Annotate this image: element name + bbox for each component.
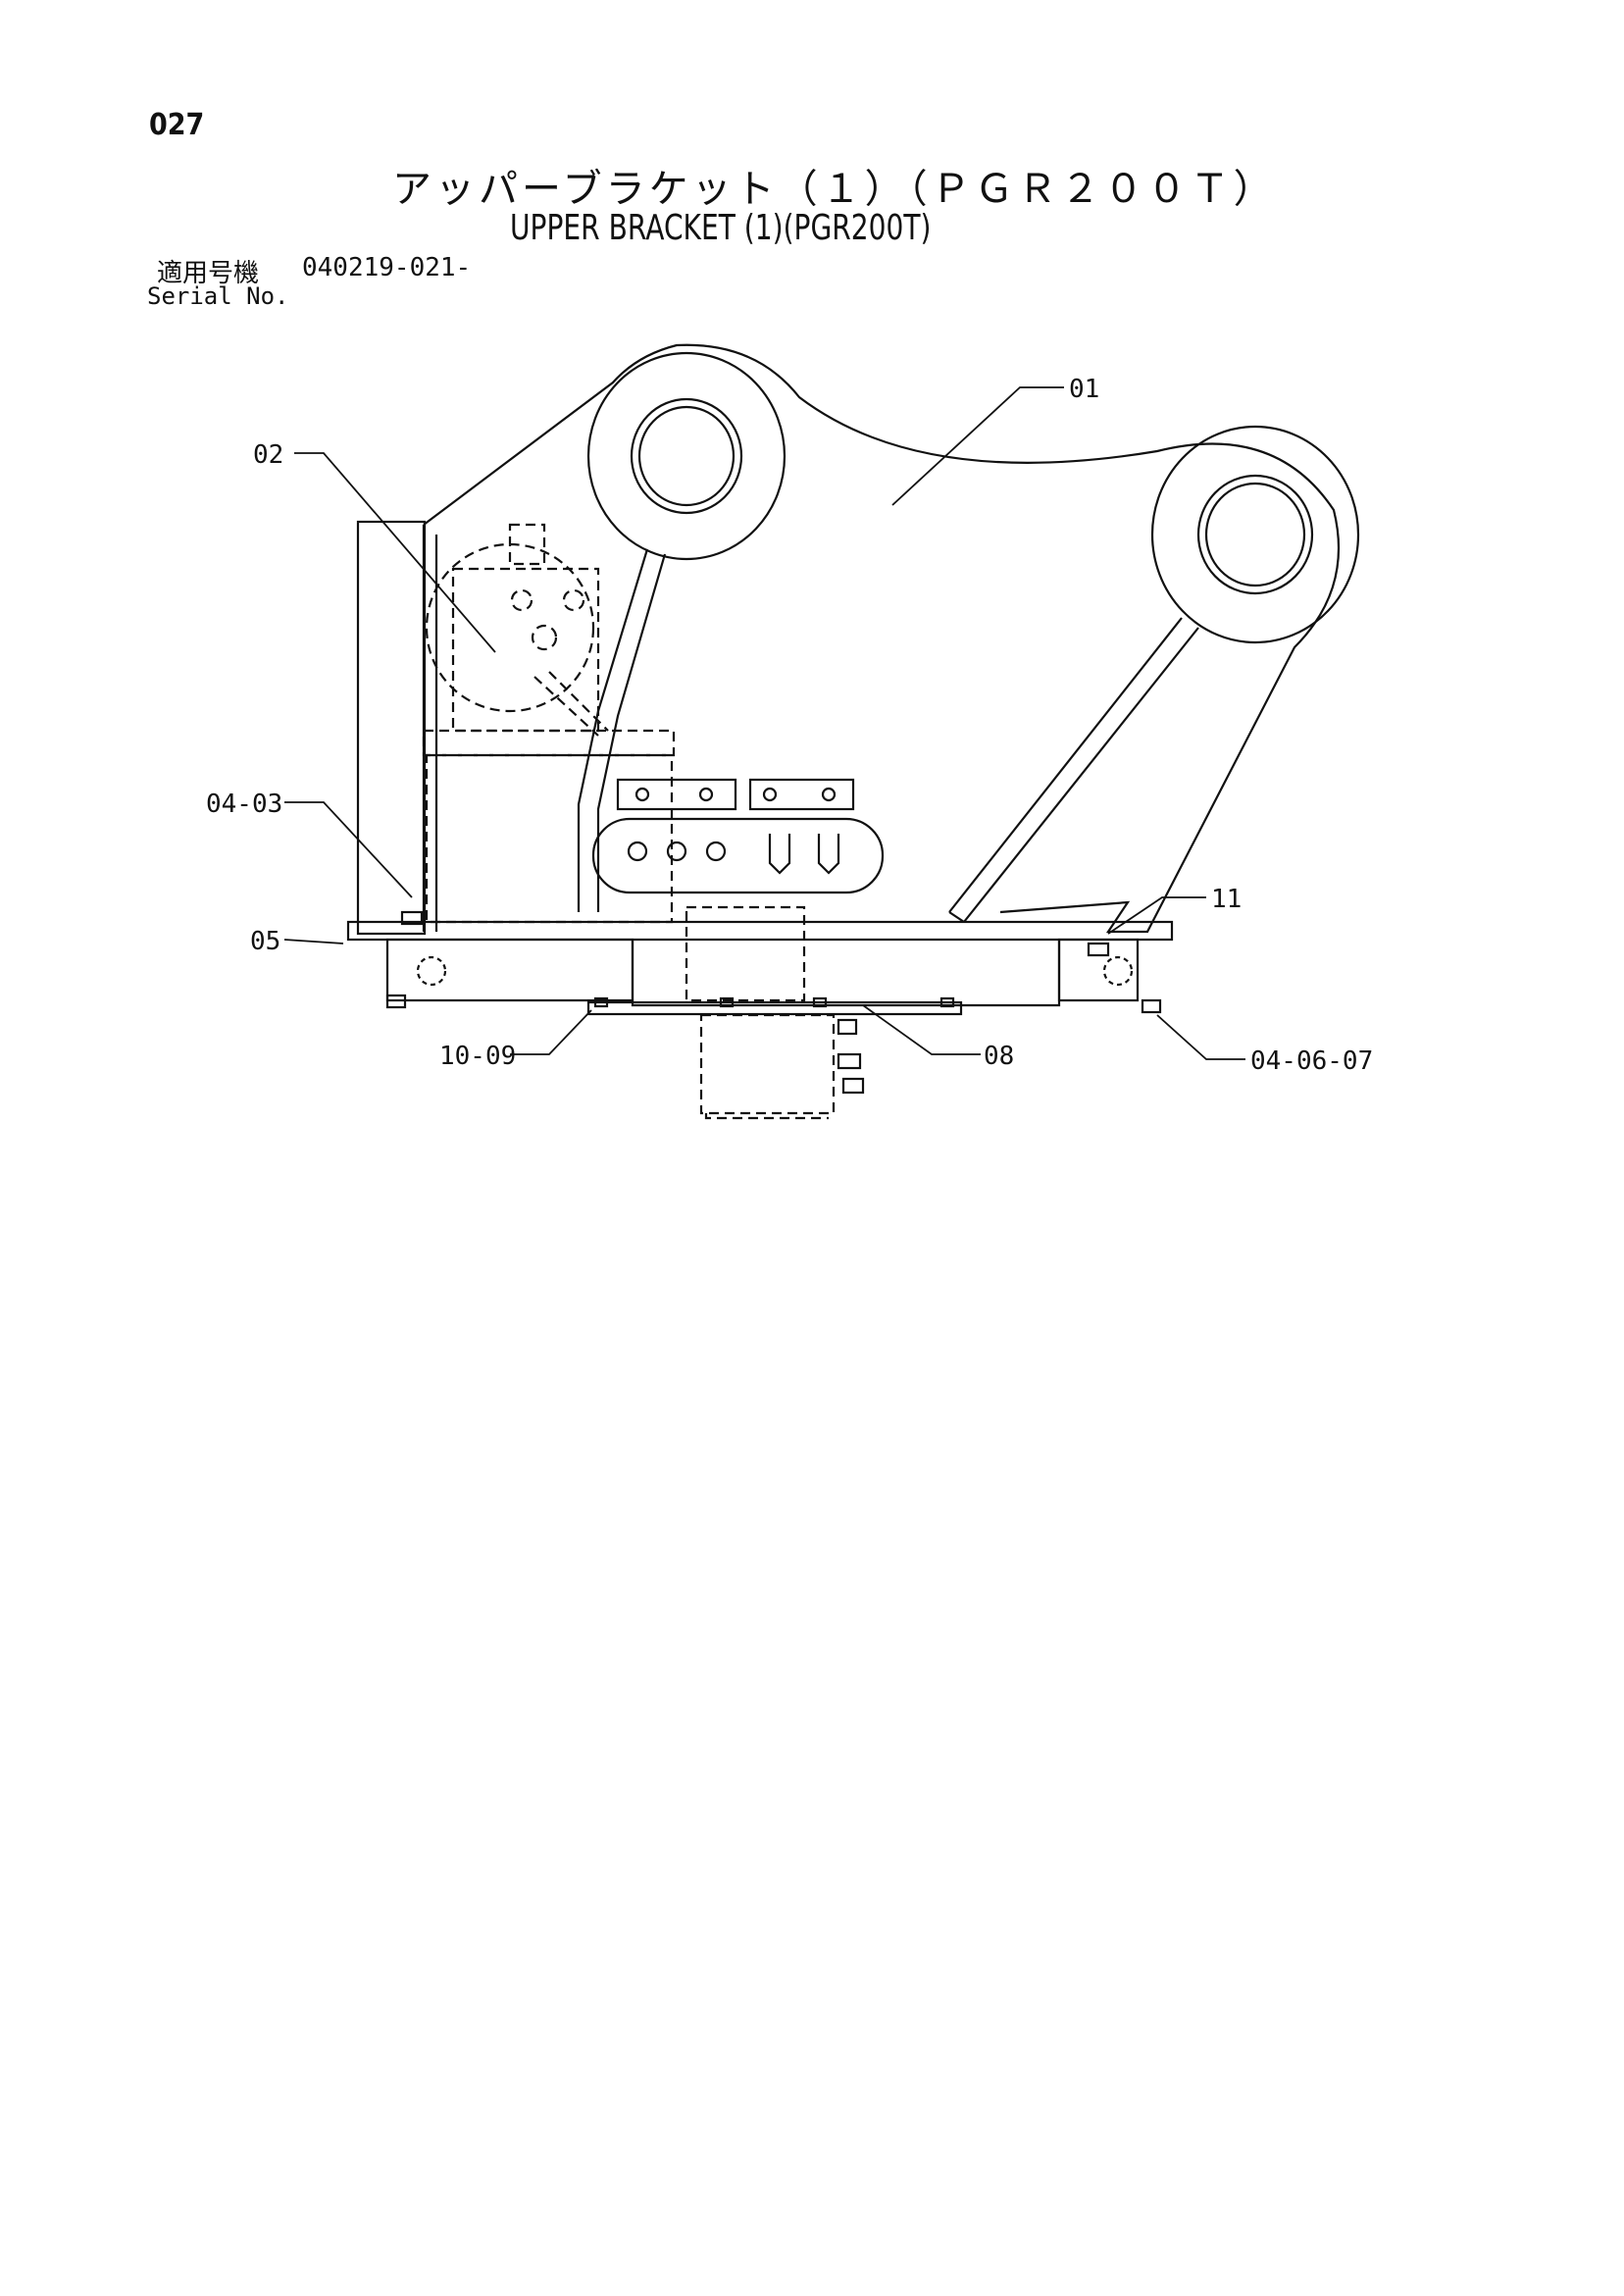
left-vertical-plate xyxy=(356,520,427,936)
motor-assembly xyxy=(425,523,609,737)
leader-lines xyxy=(283,386,1245,1060)
callout-11: 11 xyxy=(1211,885,1242,914)
serial-number: 040219-021- xyxy=(302,253,472,282)
left-pivot-ring xyxy=(586,351,787,561)
title-japanese: アッパーブラケット（１）（ＰＧＲ２００Ｔ） xyxy=(392,167,1277,212)
callout-04-03: 04-03 xyxy=(206,790,282,819)
callout-01: 01 xyxy=(1069,375,1099,404)
title-english: UPPER BRACKET (1)(PGR200T) xyxy=(510,208,932,248)
callout-02: 02 xyxy=(253,440,283,470)
hose-brackets xyxy=(591,778,885,894)
base-assembly xyxy=(346,910,1174,1016)
serial-label-japanese: 適用号機 xyxy=(157,259,260,288)
callout-05: 05 xyxy=(250,927,280,956)
serial-label-english: Serial No. xyxy=(147,282,289,310)
left-strut xyxy=(577,548,667,912)
callout-08: 08 xyxy=(984,1042,1014,1071)
rotary-body xyxy=(685,905,836,1120)
right-pivot-ring xyxy=(1150,425,1360,644)
page-number: 027 xyxy=(149,108,205,142)
callout-10-09: 10-09 xyxy=(439,1042,516,1071)
callout-04-06-07: 04-06-07 xyxy=(1250,1046,1373,1076)
right-strut xyxy=(948,617,1199,923)
rotary-fittings xyxy=(593,996,955,1095)
